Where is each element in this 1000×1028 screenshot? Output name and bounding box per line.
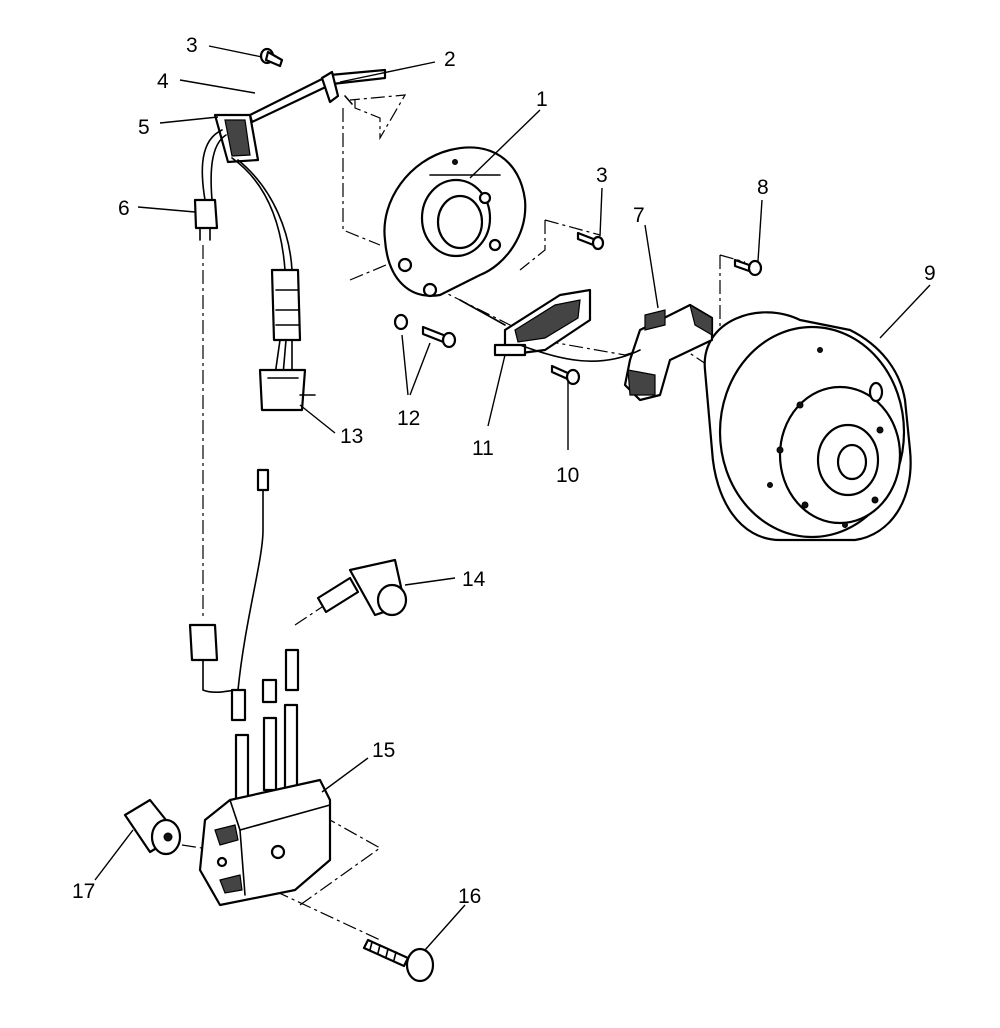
bolt-16: [362, 938, 435, 983]
leader-lines: [94, 45, 931, 951]
callout-6: 6: [118, 197, 130, 220]
voltage-regulator: [213, 113, 260, 164]
flywheel: [703, 311, 912, 542]
charging-coil: [459, 288, 592, 357]
ignition-coil: [198, 703, 332, 907]
screw-3-right: [576, 231, 605, 251]
stator-plate: [383, 146, 527, 298]
callout-14: 14: [462, 568, 486, 591]
callout-13: 13: [340, 425, 363, 448]
callout-5: 5: [138, 116, 150, 139]
callout-7: 7: [633, 204, 645, 227]
callout-11: 11: [472, 437, 494, 460]
connector-6: [193, 198, 219, 241]
callout-9: 9: [924, 262, 936, 285]
callout-10: 10: [556, 464, 579, 487]
callout-12: 12: [397, 407, 420, 430]
callout-17: 17: [72, 880, 95, 903]
rubber-cap-17: [123, 798, 182, 856]
callout-8: 8: [757, 176, 769, 199]
screw-3-top: [259, 47, 284, 68]
screw-8: [733, 258, 763, 277]
callout-3-right: 3: [596, 164, 608, 187]
harness-clamp: [248, 68, 387, 124]
callout-4: 4: [157, 70, 169, 93]
screw-12: [393, 313, 457, 349]
callout-3-top: 3: [186, 34, 198, 57]
callout-16: 16: [458, 885, 481, 908]
callout-1: 1: [536, 88, 548, 111]
lead-wires: [188, 468, 300, 722]
harness-wires: [201, 129, 302, 376]
spark-plug-cap: [316, 558, 408, 617]
pulser-coil: [519, 303, 714, 402]
callout-15: 15: [372, 739, 395, 762]
callout-labels: 3 2 4 5 6 1 3 8 7 9 12 13 11 10 14 15 16…: [72, 34, 936, 908]
coupler-13: [258, 368, 316, 412]
screw-10: [550, 364, 581, 386]
callout-2: 2: [444, 48, 456, 71]
